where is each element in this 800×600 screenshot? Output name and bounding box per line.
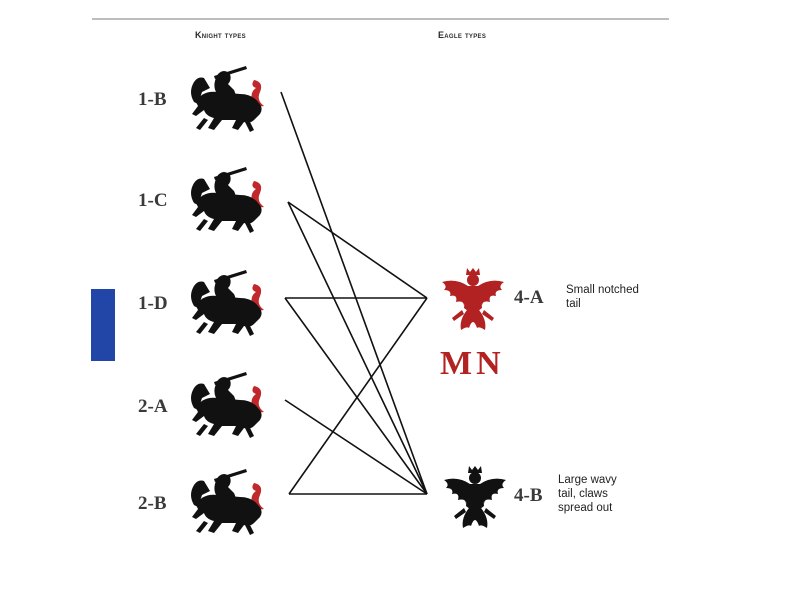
eagle-label-4b: 4-B — [514, 485, 543, 506]
top-divider — [92, 18, 669, 20]
knight-label-1b: 1-B — [138, 89, 167, 110]
knight-label-1c: 1-C — [138, 190, 168, 211]
knight-label-1d: 1-D — [138, 293, 168, 314]
accent-block — [91, 289, 115, 361]
knight-2b-icon — [184, 465, 276, 541]
eagle-desc-4a: Small notched tail — [566, 284, 639, 310]
eagle-desc-4b: Large wavy tail, claws spread out — [558, 474, 617, 514]
eagle-types-header: Eagle types — [438, 30, 487, 40]
connection-1-c-4-a — [287, 201, 428, 299]
knight-1c-icon — [184, 163, 276, 239]
connection-2-a-4-b — [284, 399, 428, 495]
connection-1-b-4-b — [280, 91, 428, 495]
knight-types-header: Knight types — [195, 30, 246, 40]
connection-1-c-4-b — [287, 201, 428, 495]
connection-1-d-4-b — [284, 297, 428, 495]
knight-label-2a: 2-A — [138, 396, 168, 417]
connection-2-b-4-a — [288, 297, 428, 495]
eagle-4b-icon — [442, 464, 508, 536]
eagle-4a-icon — [440, 266, 506, 338]
knight-1b-icon — [184, 62, 276, 138]
knight-1d-icon — [184, 266, 276, 342]
mn-monogram: MN — [440, 345, 505, 382]
eagle-label-4a: 4-A — [514, 287, 544, 308]
knight-label-2b: 2-B — [138, 493, 167, 514]
knight-2a-icon — [184, 368, 276, 444]
